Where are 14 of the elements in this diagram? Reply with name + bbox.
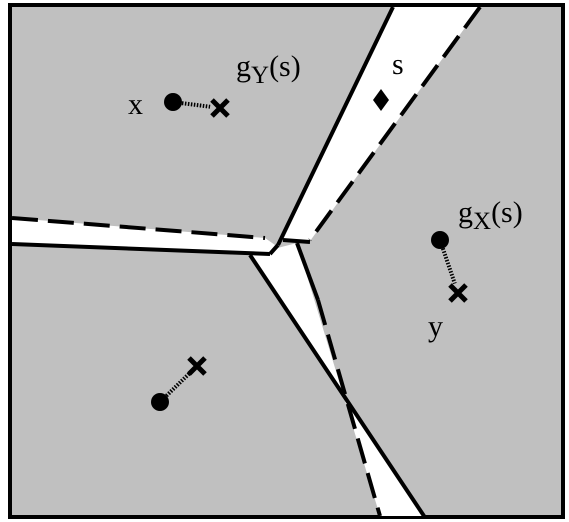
cross-marker: [186, 355, 208, 377]
point-label: y: [428, 312, 443, 342]
point-label: g$_{Y}$(s): [236, 52, 301, 88]
point-label: x: [128, 90, 143, 120]
point-dot: [149, 391, 171, 413]
point-dot: [429, 229, 451, 251]
point-label: g$_{X}$(s): [458, 198, 523, 234]
cross-marker: [447, 282, 469, 304]
dotted-connector: [182, 101, 210, 109]
dotted-connector: [441, 248, 457, 284]
point-dot: [162, 91, 184, 113]
point-label: s: [392, 50, 404, 80]
dotted-connector: [165, 372, 192, 398]
cross-marker: [209, 97, 231, 119]
